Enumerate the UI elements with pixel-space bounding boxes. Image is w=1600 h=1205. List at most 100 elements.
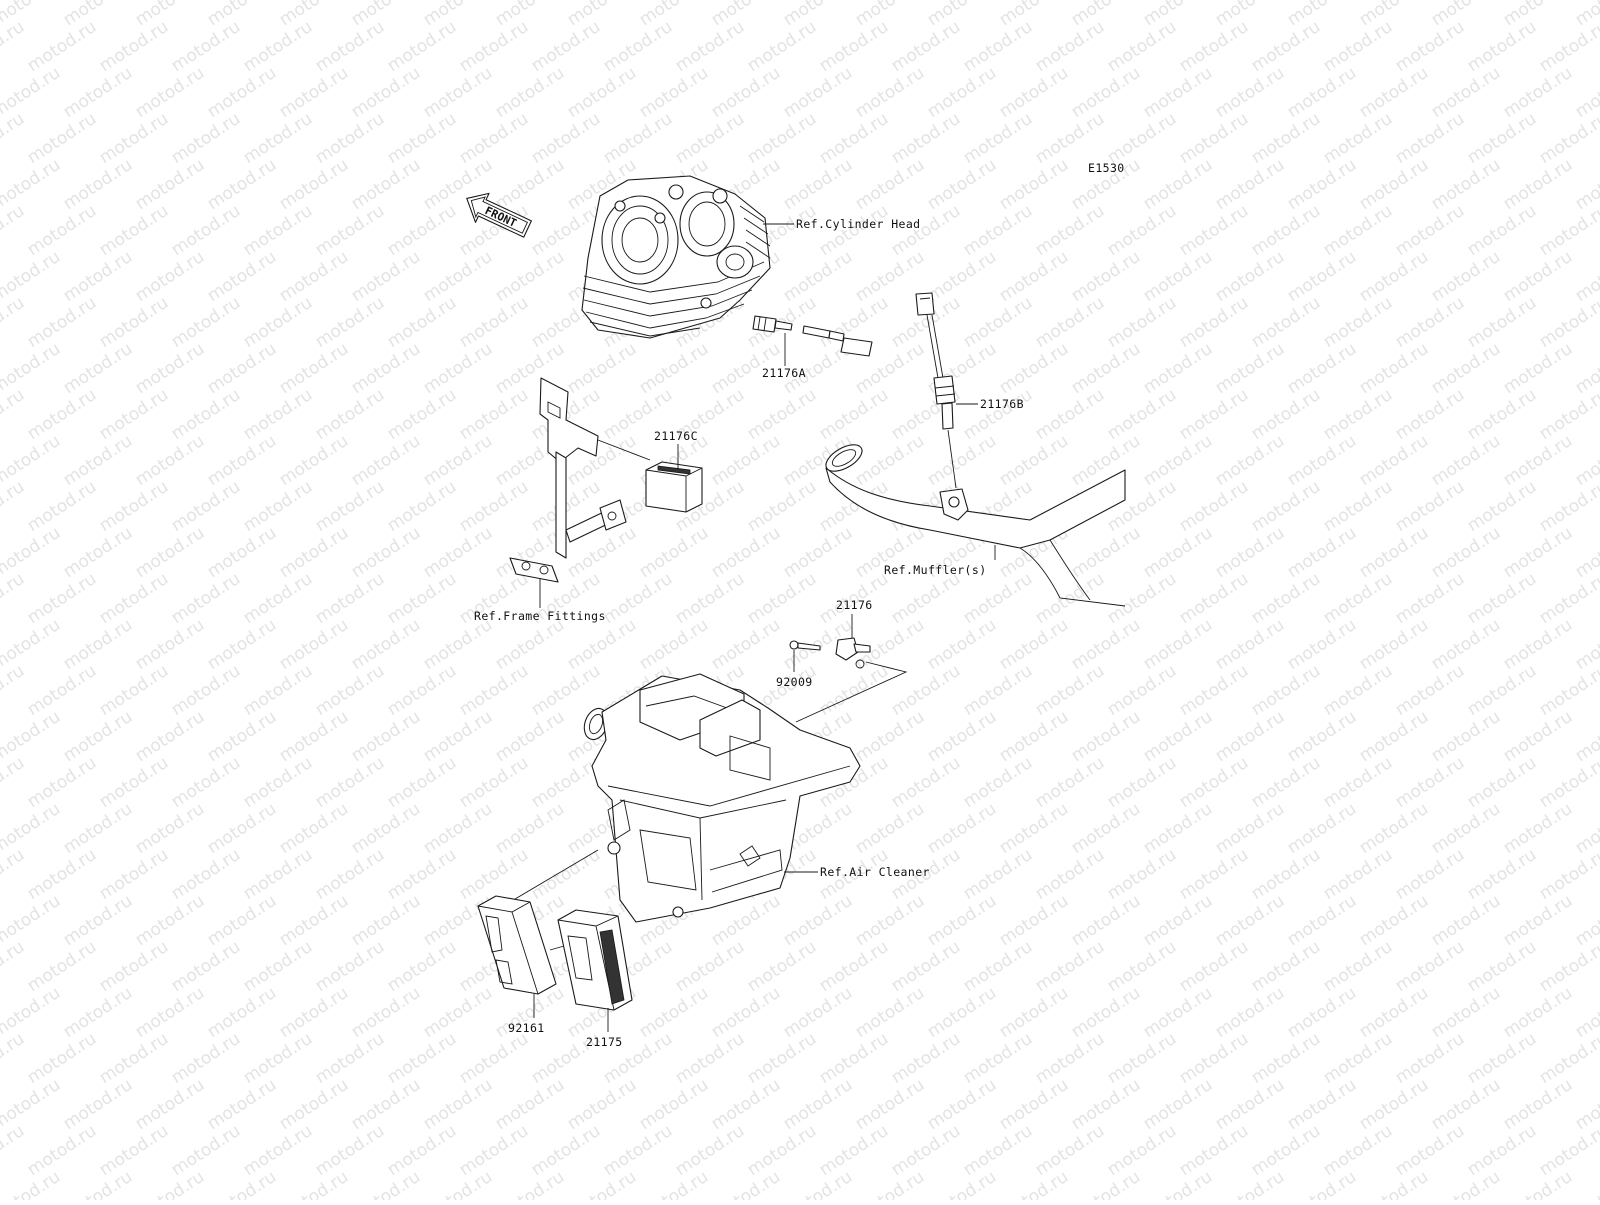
watermark-text: motod.ru: [276, 1167, 352, 1200]
frame-bracket-drawing: [509, 377, 651, 608]
watermark-text: motod.ru: [1356, 799, 1432, 858]
watermark-text: motod.ru: [1356, 1075, 1432, 1134]
watermark-text: motod.ru: [1176, 293, 1252, 352]
watermark-text: motod.ru: [1320, 845, 1396, 904]
watermark-text: motod.ru: [1284, 0, 1360, 30]
watermark-text: motod.ru: [24, 753, 100, 812]
watermark-text: motod.ru: [744, 1029, 820, 1088]
sensor-21176a-drawing: [752, 315, 873, 366]
watermark-text: motod.ru: [24, 937, 100, 996]
watermark-text: motod.ru: [1212, 339, 1288, 398]
watermark-text: motod.ru: [420, 63, 496, 122]
watermark-text: motod.ru: [924, 1075, 1000, 1134]
watermark-text: motod.ru: [0, 477, 28, 536]
watermark-text: motod.ru: [96, 845, 172, 904]
watermark-text: motod.ru: [168, 109, 244, 168]
watermark-text: motod.ru: [1464, 201, 1540, 260]
watermark-text: motod.ru: [1212, 0, 1288, 30]
watermark-text: motod.ru: [168, 477, 244, 536]
watermark-text: motod.ru: [1140, 707, 1216, 766]
watermark-text: motod.ru: [312, 753, 388, 812]
watermark-text: motod.ru: [132, 1075, 208, 1134]
watermark-text: motod.ru: [600, 569, 676, 628]
watermark-text: motod.ru: [348, 247, 424, 306]
watermark-text: motod.ru: [96, 661, 172, 720]
watermark-text: motod.ru: [1212, 247, 1288, 306]
watermark-text: motod.ru: [24, 201, 100, 260]
watermark-text: motod.ru: [1428, 1167, 1504, 1200]
part-21176-label: 21176: [836, 598, 873, 612]
watermark-text: motod.ru: [168, 385, 244, 444]
watermark-text: motod.ru: [456, 293, 532, 352]
watermark-text: motod.ru: [1428, 339, 1504, 398]
watermark-text: motod.ru: [456, 109, 532, 168]
watermark-text: motod.ru: [420, 523, 496, 582]
watermark-text: motod.ru: [708, 0, 784, 30]
watermark-text: motod.ru: [348, 431, 424, 490]
watermark-text: motod.ru: [24, 385, 100, 444]
watermark-text: motod.ru: [60, 615, 136, 674]
watermark-text: motod.ru: [312, 661, 388, 720]
cylinder-head-drawing: [581, 175, 794, 339]
watermark-text: motod.ru: [276, 983, 352, 1042]
watermark-text: motod.ru: [168, 937, 244, 996]
watermark-text: motod.ru: [1032, 661, 1108, 720]
watermark-text: motod.ru: [708, 63, 784, 122]
watermark-text: motod.ru: [1500, 983, 1576, 1042]
watermark-text: motod.ru: [1140, 1075, 1216, 1134]
watermark-text: motod.ru: [24, 477, 100, 536]
watermark-text: motod.ru: [1392, 1029, 1468, 1088]
watermark-text: motod.ru: [132, 0, 208, 30]
watermark-text: motod.ru: [1104, 753, 1180, 812]
watermark-text: motod.ru: [996, 1075, 1072, 1134]
watermark-text: motod.ru: [1428, 0, 1504, 30]
watermark-text: motod.ru: [924, 983, 1000, 1042]
watermark-text: motod.ru: [1176, 937, 1252, 996]
watermark-text: motod.ru: [168, 661, 244, 720]
watermark-text: motod.ru: [0, 1121, 28, 1180]
watermark-text: motod.ru: [60, 523, 136, 582]
watermark-text: motod.ru: [1140, 891, 1216, 950]
watermark-text: motod.ru: [1464, 385, 1540, 444]
watermark-text: motod.ru: [1140, 431, 1216, 490]
watermark-text: motod.ru: [816, 1121, 892, 1180]
watermark-text: motod.ru: [1428, 1075, 1504, 1134]
watermark-text: motod.ru: [1176, 661, 1252, 720]
watermark-text: motod.ru: [528, 845, 604, 904]
watermark-text: motod.ru: [1428, 983, 1504, 1042]
watermark-text: motod.ru: [1032, 293, 1108, 352]
watermark-text: motod.ru: [204, 1167, 280, 1200]
watermark-text: motod.ru: [1248, 845, 1324, 904]
watermark-text: motod.ru: [1248, 385, 1324, 444]
watermark-text: motod.ru: [456, 1121, 532, 1180]
watermark-text: motod.ru: [960, 845, 1036, 904]
watermark-text: motod.ru: [312, 845, 388, 904]
watermark-text: motod.ru: [240, 569, 316, 628]
watermark-text: motod.ru: [1176, 17, 1252, 76]
watermark-text: motod.ru: [852, 1167, 928, 1200]
watermark-text: motod.ru: [1104, 937, 1180, 996]
watermark-text: motod.ru: [492, 615, 568, 674]
watermark-text: motod.ru: [924, 247, 1000, 306]
watermark-text: motod.ru: [1212, 155, 1288, 214]
watermark-text: motod.ru: [240, 109, 316, 168]
watermark-text: motod.ru: [780, 63, 856, 122]
watermark-text: motod.ru: [24, 109, 100, 168]
watermark-text: motod.ru: [852, 155, 928, 214]
watermark-text: motod.ru: [312, 17, 388, 76]
watermark-text: motod.ru: [24, 293, 100, 352]
watermark-text: motod.ru: [1248, 753, 1324, 812]
watermark-text: motod.ru: [1212, 1167, 1288, 1200]
watermark-text: motod.ru: [492, 247, 568, 306]
watermark-text: motod.ru: [312, 109, 388, 168]
watermark-text: motod.ru: [1392, 937, 1468, 996]
watermark-text: motod.ru: [96, 937, 172, 996]
watermark-text: motod.ru: [492, 799, 568, 858]
watermark-text: motod.ru: [780, 1167, 856, 1200]
watermark-text: motod.ru: [1104, 1029, 1180, 1088]
watermark-text: motod.ru: [1212, 983, 1288, 1042]
watermark-text: motod.ru: [960, 109, 1036, 168]
watermark-text: motod.ru: [672, 1121, 748, 1180]
watermark-text: motod.ru: [1320, 937, 1396, 996]
